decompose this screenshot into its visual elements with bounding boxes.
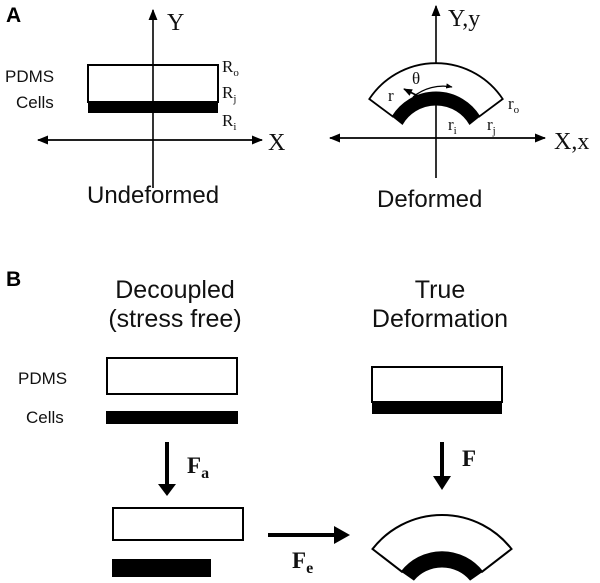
panel-b-letter: B bbox=[6, 268, 21, 291]
true-deformation-title-line1: True bbox=[415, 276, 465, 304]
undeformed-diagram: Y X PDMS Cells Ro Rj Ri Undeformed bbox=[5, 8, 285, 209]
panel-a-letter: A bbox=[6, 4, 21, 27]
undeformed-cells-label: Cells bbox=[16, 93, 54, 112]
fa-label: Fa bbox=[187, 453, 209, 482]
r-label: r bbox=[388, 86, 394, 105]
theta-label: θ bbox=[412, 69, 420, 88]
decoupled-title-line2: (stress free) bbox=[108, 305, 241, 333]
decoupled-cells-strip bbox=[106, 411, 238, 424]
true-cells-strip bbox=[372, 402, 502, 414]
true-pdms-block bbox=[371, 366, 503, 403]
true-deformation-column: True Deformation F bbox=[371, 276, 513, 581]
decoupled-title-line1: Decoupled bbox=[115, 276, 235, 304]
deformed-x-axis-label: X,x bbox=[554, 129, 589, 155]
true-deformed-cells-arc bbox=[401, 551, 483, 581]
fa-arrow-head bbox=[158, 484, 176, 496]
deformed-r-inner-label: ri bbox=[448, 115, 457, 137]
intermediate-cells-strip bbox=[112, 559, 211, 577]
decoupled-pdms-block bbox=[106, 357, 238, 395]
undeformed-r-outer-label: Ro bbox=[222, 57, 239, 79]
decoupled-column: Decoupled (stress free) PDMS Cells Fa bbox=[18, 276, 244, 577]
undeformed-caption: Undeformed bbox=[87, 182, 219, 209]
undeformed-x-axis-label: X bbox=[268, 130, 285, 156]
r-direction-arrow bbox=[403, 88, 419, 97]
f-label: F bbox=[462, 446, 476, 471]
fe-arrow-head bbox=[334, 526, 350, 544]
undeformed-r-inner-label: Ri bbox=[222, 111, 236, 133]
f-arrow-head bbox=[433, 476, 451, 490]
fe-label: Fe bbox=[292, 548, 313, 577]
undeformed-cells-layer bbox=[88, 102, 218, 113]
deformed-r-outer-label: ro bbox=[508, 94, 520, 116]
undeformed-pdms-label: PDMS bbox=[5, 67, 54, 86]
fe-transition: Fe bbox=[268, 526, 350, 577]
deformed-r-mid-label: rj bbox=[487, 115, 496, 137]
undeformed-r-mid-label: Rj bbox=[222, 83, 236, 105]
deformed-diagram: Y,y X,x θ r ro ri rj Deformed bbox=[328, 4, 589, 213]
decoupled-cells-label: Cells bbox=[26, 408, 64, 427]
true-deformation-title-line2: Deformation bbox=[372, 305, 508, 333]
deformed-caption: Deformed bbox=[377, 186, 482, 213]
deformed-y-axis-label: Y,y bbox=[448, 6, 480, 32]
undeformed-y-axis-label: Y bbox=[167, 10, 184, 36]
decoupled-pdms-label: PDMS bbox=[18, 369, 67, 388]
intermediate-pdms-block bbox=[112, 507, 244, 541]
